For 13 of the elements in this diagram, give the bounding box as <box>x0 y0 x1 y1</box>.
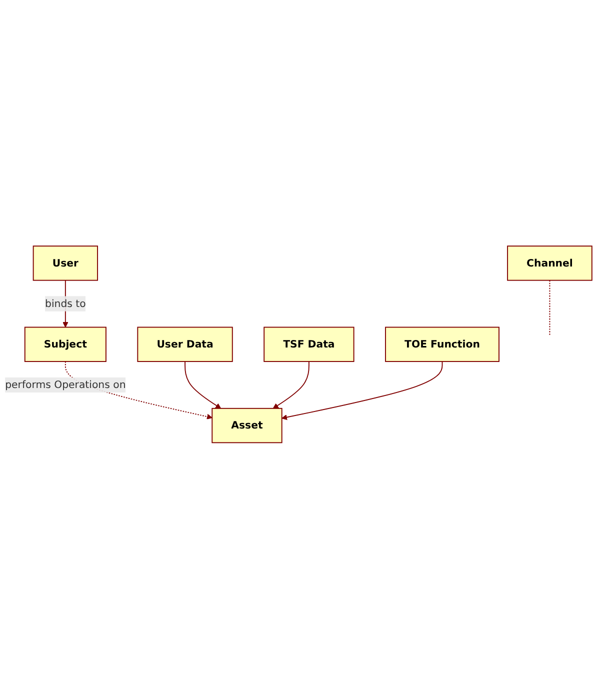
arrow <box>272 360 310 408</box>
edge-label: binds to <box>45 297 86 310</box>
node-box: User <box>32 245 98 280</box>
node-box: User Data <box>137 326 233 362</box>
edge-label: performs Operations on <box>5 378 126 390</box>
connector <box>549 279 550 335</box>
node-box: TOE Function <box>385 326 500 362</box>
arrow <box>184 360 222 408</box>
node-box: Subject <box>24 326 106 362</box>
node-box: TSF Data <box>264 326 354 362</box>
node-box: Asset <box>212 408 282 443</box>
arrow <box>282 360 443 420</box>
node-box: Channel <box>507 245 592 280</box>
